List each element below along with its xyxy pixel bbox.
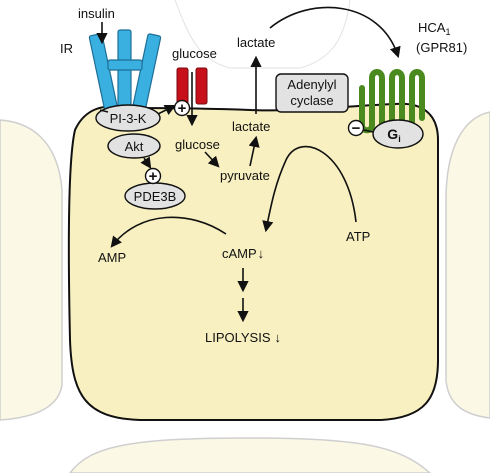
insulin-receptor: [88, 29, 162, 113]
gpr81-label: (GPR81): [416, 40, 467, 55]
lactate-inside-label: lactate: [232, 119, 270, 134]
glucose-inside-label: glucose: [175, 137, 220, 152]
minus-sign-gi: −: [347, 119, 365, 137]
pyruvate-label: pyruvate: [220, 168, 270, 183]
arrow-ir-to-pi3k: [99, 109, 109, 113]
arrow-gi-inhibits-ac: [363, 129, 374, 133]
camp-label: cAMP↓: [222, 246, 264, 261]
arrow-akt-to-pde3b: [140, 156, 152, 169]
neighbor-cell-top: [174, 0, 351, 69]
neighbor-cell-left: [0, 119, 63, 421]
atp-label: ATP: [346, 229, 370, 244]
adenylyl-cyclase-label-1: Adenylyl: [287, 77, 336, 92]
adenylyl-cyclase-node: Adenylyl cyclase: [275, 73, 349, 113]
amp-label: AMP: [98, 250, 126, 265]
svg-text:−: −: [352, 120, 361, 137]
arrow-glucose-to-pyruvate: [204, 151, 220, 168]
pde3b-node: PDE3B: [124, 182, 186, 210]
arrow-atp-to-camp: [262, 145, 357, 233]
arrow-camp-to-amp: [110, 216, 227, 248]
lactate-outside-label: lactate: [237, 35, 275, 50]
akt-label: Akt: [125, 139, 144, 154]
neighbor-cell-right: [445, 111, 490, 419]
adenylyl-cyclase-label-2: cyclase: [290, 93, 333, 108]
gi-protein-node: Gi: [372, 119, 424, 149]
ir-label: IR: [60, 41, 73, 56]
plus-sign-pde3b: +: [144, 167, 162, 185]
svg-text:+: +: [178, 100, 187, 117]
arrow-pyruvate-to-lactate: [248, 135, 260, 167]
neighbor-cell-bottom: [69, 437, 432, 473]
glucose-outside-label: glucose: [172, 46, 217, 61]
hca1-receptor: [359, 69, 425, 134]
gi-label: Gi: [387, 126, 400, 144]
glucose-transporter: [176, 67, 208, 105]
hca1-label: HCA1: [418, 20, 450, 37]
pi3k-label: PI-3-K: [110, 111, 147, 126]
svg-text:+: +: [149, 168, 158, 185]
arrow-pi3k-to-glut: [157, 104, 177, 116]
pde3b-label: PDE3B: [134, 189, 177, 204]
lipolysis-label: LIPOLYSIS↓: [205, 330, 281, 345]
akt-node: Akt: [107, 133, 161, 159]
arrow-lactate-to-hca1: [269, 6, 401, 59]
pi3k-node: PI-3-K: [95, 104, 161, 132]
insulin-label: insulin: [78, 6, 115, 21]
